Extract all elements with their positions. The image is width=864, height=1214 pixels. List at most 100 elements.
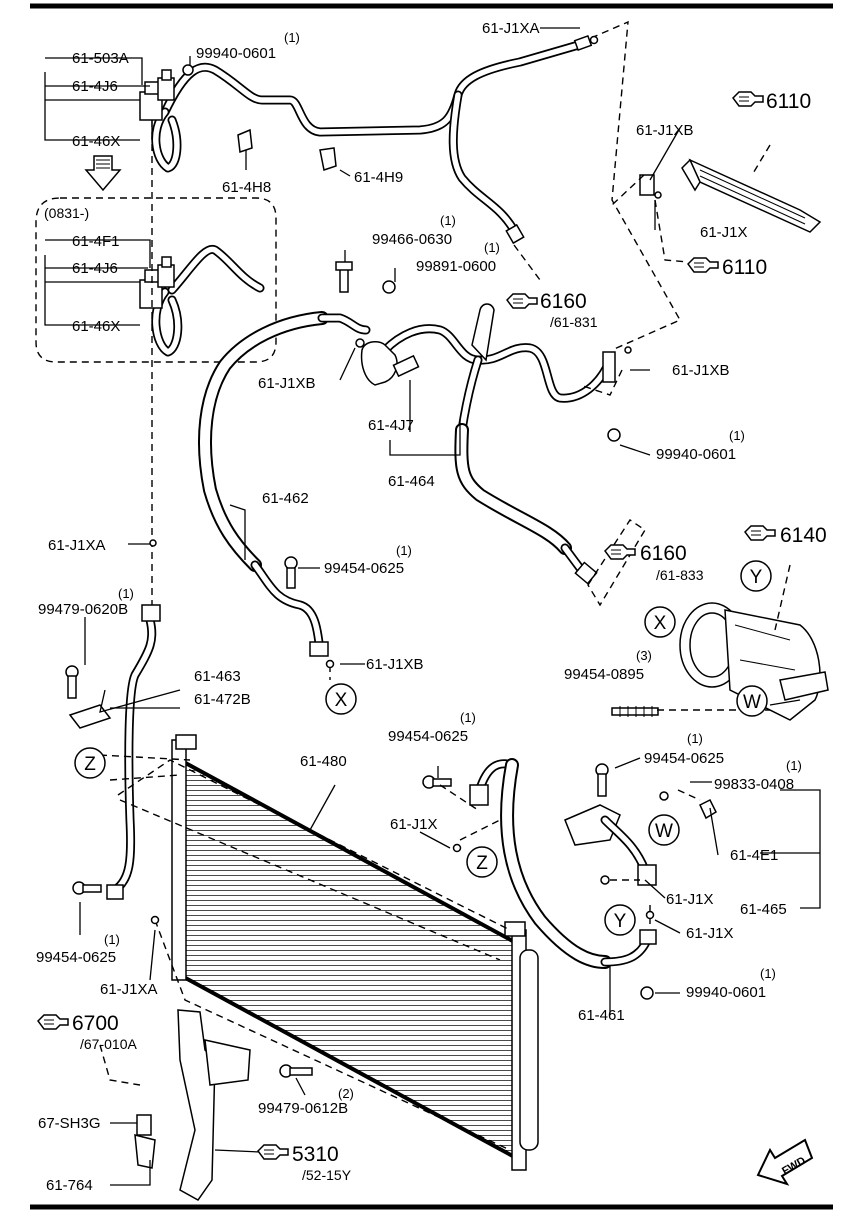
label-61-461: 61-461 — [578, 1007, 625, 1024]
label-61-4f1: 61-4F1 — [72, 233, 120, 250]
qty-99940-0601-top: (1) — [284, 30, 300, 45]
label-61-4h9: 61-4H9 — [354, 169, 403, 186]
ref-number: 6700 — [72, 1012, 119, 1035]
qty-99940-0601-bot: (1) — [760, 966, 776, 981]
label-99833-0408: 99833-0408 — [714, 776, 794, 793]
label-99454-0625-a: 99454-0625 — [324, 560, 404, 577]
liquid-pipe-463 — [68, 604, 161, 900]
label-99479-0612b: 99479-0612B — [258, 1100, 348, 1117]
svg-text:W: W — [743, 692, 761, 713]
label-61-j1xb-b: 61-J1XB — [258, 375, 316, 392]
suction-pipe-464 — [380, 303, 616, 585]
qty-99479-0612b: (2) — [338, 1086, 354, 1101]
clip-4h9 — [319, 147, 337, 171]
compressor-bolt — [611, 706, 659, 717]
label-61-j1xb-a: 61-J1XB — [636, 122, 694, 139]
evaporator-core — [639, 158, 822, 233]
label-61-4j6-a: 61-4J6 — [72, 78, 118, 95]
callout-y-b: Y — [604, 904, 636, 936]
pointing-hand-icon — [744, 525, 776, 541]
discharge-pipe — [151, 34, 593, 245]
dashed-leaders — [99, 20, 791, 1151]
ref-number: 6140 — [780, 524, 827, 547]
label-61-j1xa-bot: 61-J1XA — [100, 981, 158, 998]
pressure-switch-assembly-revised — [139, 244, 265, 357]
label-61-4j7: 61-4J7 — [368, 417, 414, 434]
label-61-j1x-d: 61-J1X — [686, 925, 734, 942]
label-99454-0625-d: 99454-0625 — [36, 949, 116, 966]
callout-x-b: X — [644, 606, 676, 638]
label-61-j1xb-d: 61-J1XB — [366, 656, 424, 673]
label-67-sh3g: 67-SH3G — [38, 1115, 101, 1132]
pointing-hand-icon — [604, 544, 636, 560]
leader-lines — [44, 27, 821, 1186]
ref-number: 6110 — [766, 90, 811, 113]
label-61-j1x-b: 61-J1X — [390, 816, 438, 833]
ref-5310: 5310 /52-15Y — [257, 1143, 352, 1183]
label-61-46x-a: 61-46X — [72, 133, 120, 150]
label-61-480: 61-480 — [300, 753, 347, 770]
pointing-hand-icon — [687, 257, 719, 273]
ref-sub: /61-831 — [550, 314, 598, 330]
label-99454-0625-b: 99454-0625 — [388, 728, 468, 745]
ref-number: 6160 — [540, 290, 587, 313]
ref-6140: 6140 — [744, 524, 827, 547]
discharge-hose-461 — [469, 758, 657, 969]
label-61-j1xb-c: 61-J1XB — [672, 362, 730, 379]
svg-text:X: X — [335, 690, 348, 711]
label-0831: (0831-) — [44, 205, 89, 221]
qty-99454-0625-b: (1) — [460, 710, 476, 725]
label-61-472b: 61-472B — [194, 691, 251, 708]
label-61-464: 61-464 — [388, 473, 435, 490]
qty-99454-0625-c: (1) — [687, 731, 703, 746]
label-61-4e1: 61-4E1 — [730, 847, 778, 864]
pointing-hand-icon — [257, 1144, 289, 1160]
label-61-764: 61-764 — [46, 1177, 93, 1194]
label-99940-0601-mid: 99940-0601 — [656, 446, 736, 463]
ref-6160-b: 6160 /61-833 — [604, 542, 704, 583]
ref-6110-a: 6110 — [732, 90, 811, 113]
down-arrow-icon — [84, 155, 122, 192]
suction-hose-462 — [198, 311, 371, 657]
label-99940-0601-bot: 99940-0601 — [686, 984, 766, 1001]
label-99454-0625-c: 99454-0625 — [644, 750, 724, 767]
pointing-hand-icon — [732, 91, 764, 107]
callout-z-b: Z — [466, 846, 498, 878]
condenser-bracket — [177, 1009, 251, 1201]
label-61-463: 61-463 — [194, 668, 241, 685]
ref-number: 5310 — [292, 1143, 339, 1166]
label-61-4j6-b: 61-4J6 — [72, 260, 118, 277]
label-99479-0620b: 99479-0620B — [38, 601, 128, 618]
ref-sub: /61-833 — [656, 567, 704, 583]
clip-4h8 — [237, 128, 253, 154]
label-99891-0600: 99891-0600 — [416, 258, 496, 275]
ref-sub: /52-15Y — [302, 1167, 352, 1183]
ambient-sensor — [134, 1114, 156, 1169]
callout-x-a: X — [325, 683, 357, 715]
qty-99479-0620b: (1) — [118, 586, 134, 601]
condenser-core — [171, 734, 539, 1171]
callout-y-a: Y — [740, 560, 772, 592]
label-61-462: 61-462 — [262, 490, 309, 507]
qty-99466-0630: (1) — [440, 213, 456, 228]
ref-number: 6160 — [640, 542, 687, 565]
ref-6700: 6700 /67-010A — [37, 1012, 137, 1052]
qty-99891-0600: (1) — [484, 240, 500, 255]
ref-6160-a: 6160 /61-831 — [506, 290, 598, 330]
label-61-46x-b: 61-46X — [72, 318, 120, 335]
callout-z-a: Z — [74, 747, 106, 779]
pressure-switch-assembly-top — [139, 64, 194, 121]
label-61-j1x-c: 61-J1X — [666, 891, 714, 908]
qty-99833-0408: (1) — [786, 758, 802, 773]
qty-99454-0625-d: (1) — [104, 932, 120, 947]
pointing-hand-icon — [37, 1014, 69, 1030]
expansion-valve-4j7 — [360, 340, 420, 386]
pipe-465 — [564, 798, 717, 886]
o-rings — [149, 35, 662, 925]
label-99940-0601-top: 99940-0601 — [196, 45, 276, 62]
callout-w-b: W — [648, 814, 680, 846]
svg-text:X: X — [654, 613, 667, 634]
label-61-j1xa-top: 61-J1XA — [482, 20, 540, 37]
label-61-465: 61-465 — [740, 901, 787, 918]
